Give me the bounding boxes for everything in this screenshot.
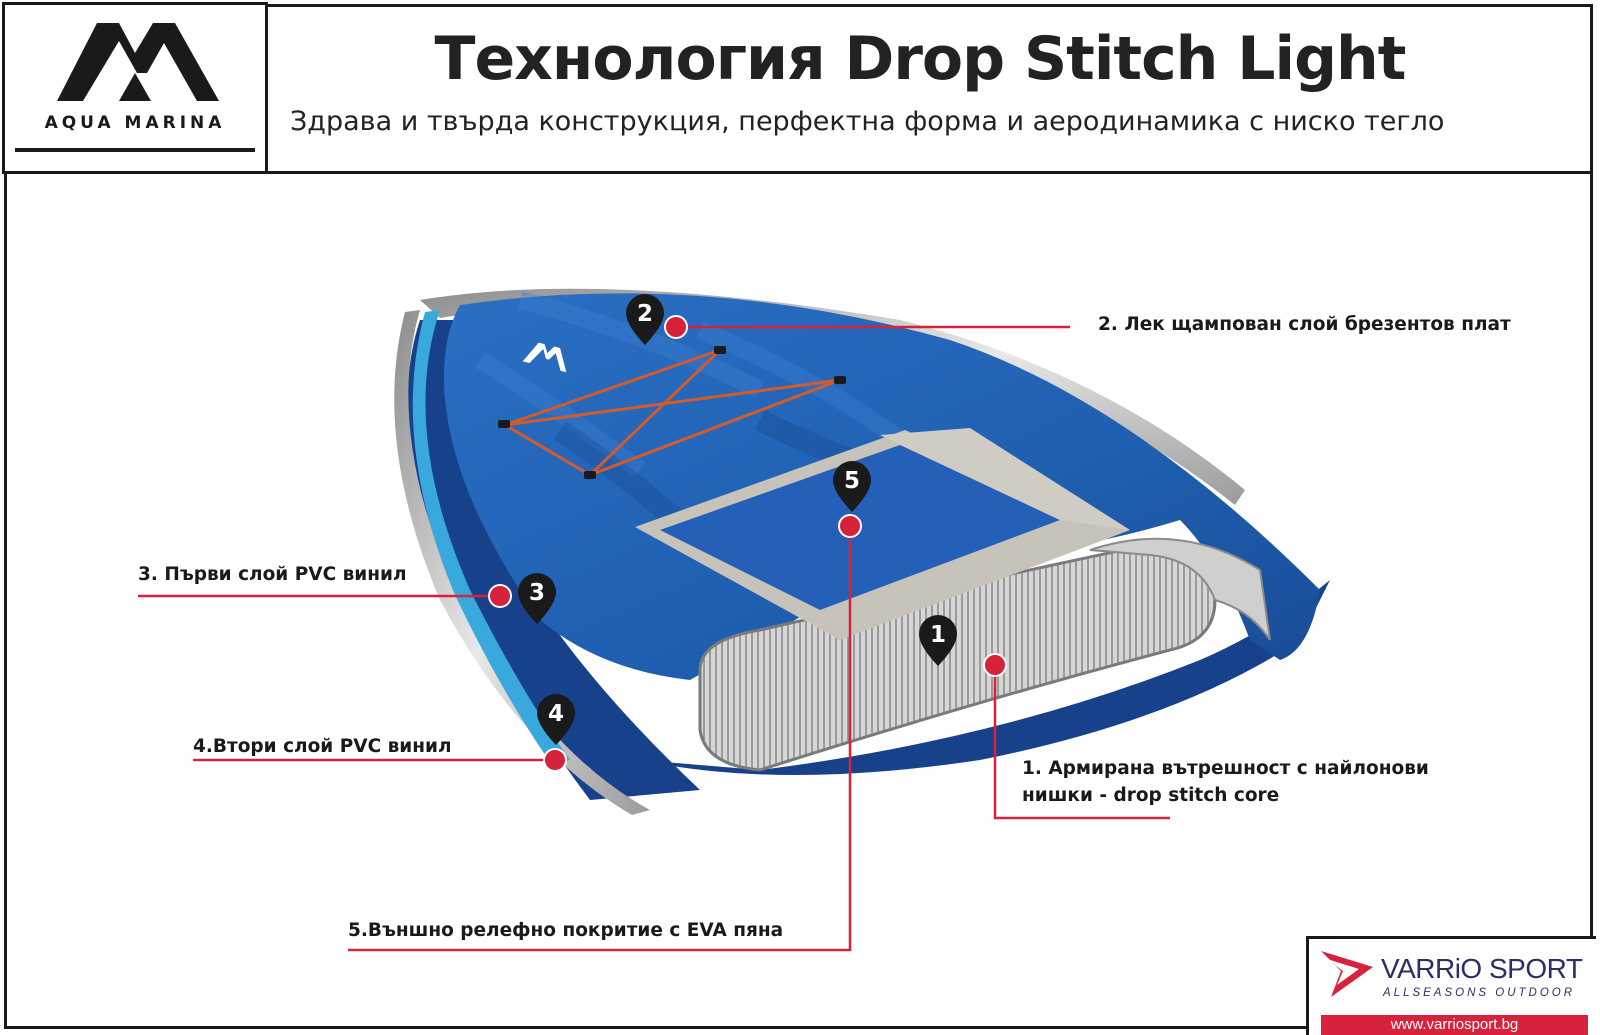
label-layer-1-line-1: 1. Армирана вътрешност с найлонови (1022, 758, 1429, 779)
light-blue-pvc-layer (412, 310, 570, 765)
callout-dots (488, 315, 1007, 772)
label-layer-2: 2. Лек щампован слой брезентов плат (1098, 314, 1511, 335)
label-layer-5: 5.Външно релефно покритие с EVA пяна (348, 920, 784, 941)
brand-name: VARRiO SPORT (1381, 953, 1583, 984)
label-layer-4: 4.Втори слой PVC винил (193, 736, 452, 757)
callout-lines (138, 325, 1170, 952)
marker-4-number: 4 (548, 701, 564, 727)
brand-tagline: ALLSEASONS OUTDOOR (1383, 987, 1576, 999)
label-layer-3: 3. Първи слой PVC винил (138, 564, 407, 585)
page-title: Технология Drop Stitch Light (434, 24, 1407, 94)
main-frame (4, 171, 1593, 1029)
marker-5-number: 5 (844, 468, 860, 494)
page-subtitle: Здрава и твърда конструкция, перфектна ф… (290, 106, 1445, 137)
marker-1-number: 1 (930, 622, 946, 648)
logo-underline (15, 148, 255, 152)
marker-3-number: 3 (529, 580, 545, 606)
d-ring-anchors (498, 346, 846, 479)
header-frame (266, 4, 1593, 174)
label-layer-1: 1. Армирана вътрешност с найлонови нишки… (1022, 755, 1492, 809)
logo-brand-text: AQUA MARINA (44, 113, 226, 133)
brand-website: www.varriosport.bg (1321, 1015, 1588, 1035)
aqua-marina-logo-icon (57, 23, 219, 101)
varrio-sport-brand: VARRiO SPORT ALLSEASONS OUTDOOR www.varr… (1306, 936, 1596, 1035)
marker-pins (518, 294, 957, 745)
bungee-cords (504, 348, 841, 477)
marker-2-number: 2 (637, 301, 653, 327)
label-layer-1-line-2: нишки - drop stitch core (1022, 785, 1280, 806)
aqua-marina-logo: AQUA MARINA (2, 2, 268, 174)
varrio-sport-logo-icon (1321, 951, 1373, 997)
board-deck-logo-icon (522, 342, 567, 373)
